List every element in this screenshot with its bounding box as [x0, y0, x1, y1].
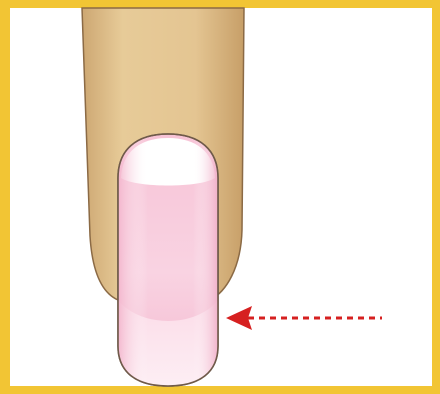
nail-side-shading [118, 134, 218, 386]
dashed-arrow-left-icon [226, 306, 382, 330]
